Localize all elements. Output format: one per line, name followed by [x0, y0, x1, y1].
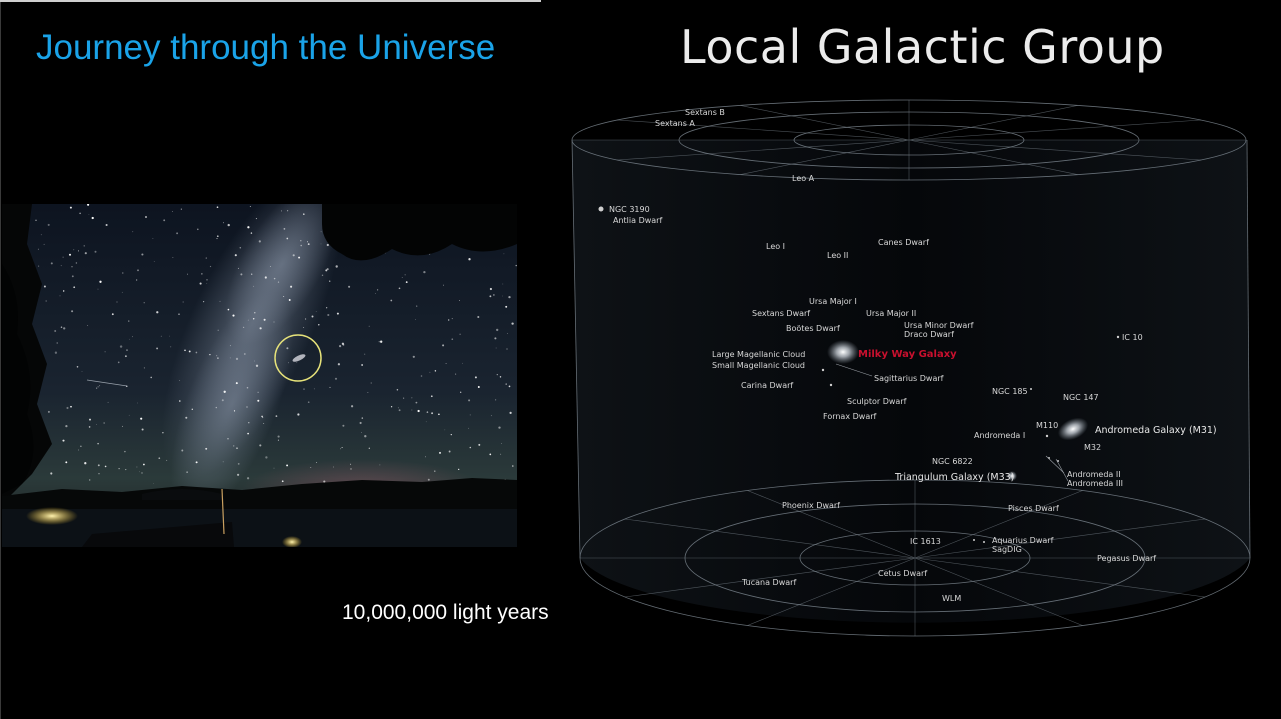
- label-triangulum: Triangulum Galaxy (M33): [894, 472, 1014, 483]
- label-sculptor: Sculptor Dwarf: [847, 397, 907, 406]
- label-tucana: Tucana Dwarf: [741, 578, 796, 587]
- label-bootes: Boötes Dwarf: [786, 324, 840, 333]
- local-group-diagram: Sextans B Sextans A Leo A NGC 3190 Antli…: [571, 99, 1251, 637]
- label-aquarius: Aquarius Dwarf: [992, 536, 1054, 545]
- label-m110: M110: [1036, 421, 1058, 430]
- label-andromeda-galaxy: Andromeda Galaxy (M31): [1095, 425, 1217, 436]
- label-m32: M32: [1084, 443, 1101, 452]
- label-andromeda-iii: Andromeda III: [1067, 479, 1123, 488]
- left-rule: [0, 2, 1, 719]
- label-phoenix: Phoenix Dwarf: [782, 501, 840, 510]
- label-ngc-185: NGC 185: [992, 387, 1028, 396]
- label-canes: Canes Dwarf: [878, 238, 929, 247]
- label-pisces: Pisces Dwarf: [1008, 504, 1059, 513]
- label-antlia: Antlia Dwarf: [613, 216, 662, 225]
- label-carina: Carina Dwarf: [741, 381, 793, 390]
- scale-label: 10,000,000 light years: [342, 601, 549, 624]
- label-andromeda-ii: Andromeda II: [1067, 470, 1121, 479]
- diagram-title: Local Galactic Group: [680, 20, 1165, 74]
- label-ursa-minor: Ursa Minor Dwarf: [904, 321, 974, 330]
- label-sagdig: SagDIG: [992, 545, 1022, 554]
- label-ic-1613: IC 1613: [910, 537, 941, 546]
- label-leo-a: Leo A: [792, 174, 815, 183]
- slide-title: Journey through the Universe: [36, 28, 496, 67]
- label-leo-i: Leo I: [766, 242, 785, 251]
- label-andromeda-i: Andromeda I: [974, 431, 1025, 440]
- label-ursa-major-ii: Ursa Major II: [866, 309, 916, 318]
- label-fornax: Fornax Dwarf: [823, 412, 877, 421]
- label-sagittarius: Sagittarius Dwarf: [874, 374, 944, 383]
- label-milky-way: Milky Way Galaxy: [858, 349, 957, 360]
- label-sextans-b: Sextans B: [685, 108, 725, 117]
- label-pegasus: Pegasus Dwarf: [1097, 554, 1156, 563]
- label-wlm: WLM: [942, 594, 961, 603]
- label-sextans-dwarf: Sextans Dwarf: [752, 309, 810, 318]
- label-smc: Small Magellanic Cloud: [712, 361, 805, 370]
- label-ngc-147: NGC 147: [1063, 393, 1099, 402]
- label-ngc-6822: NGC 6822: [932, 457, 973, 466]
- label-sextans-a: Sextans A: [655, 119, 695, 128]
- label-cetus: Cetus Dwarf: [878, 569, 927, 578]
- label-leo-ii: Leo II: [827, 251, 848, 260]
- label-ic-10: IC 10: [1122, 333, 1143, 342]
- night-sky-photo: [2, 204, 517, 547]
- label-draco: Draco Dwarf: [904, 330, 954, 339]
- label-lmc: Large Magellanic Cloud: [712, 350, 805, 359]
- top-rule: [0, 0, 541, 2]
- label-ngc-3190: NGC 3190: [609, 205, 650, 214]
- label-ursa-major-i: Ursa Major I: [809, 297, 857, 306]
